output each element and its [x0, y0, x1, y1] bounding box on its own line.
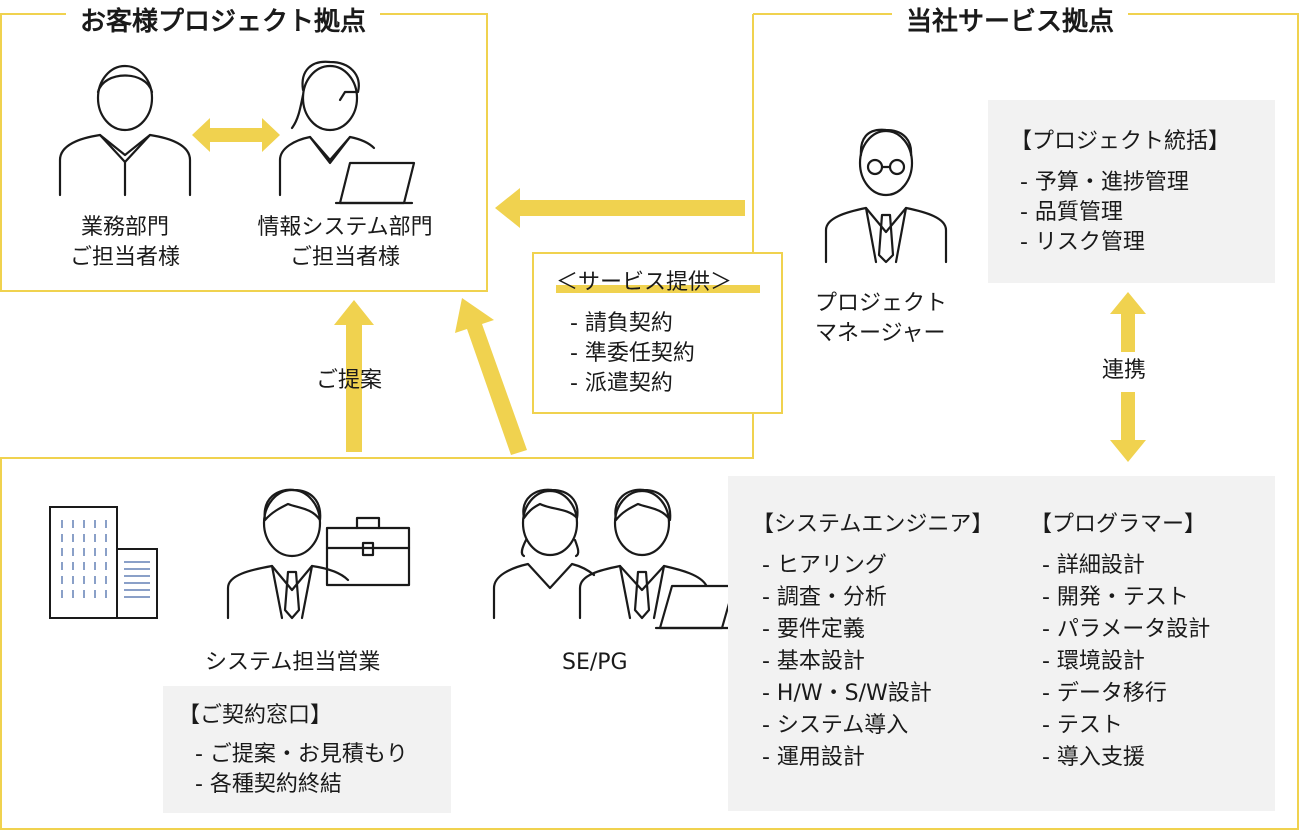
- business-dept-label: 業務部門ご担当者様: [69, 215, 180, 270]
- pg-list: - 詳細設計 - 開発・テスト - パラメータ設計 - 環境設計 - データ移行…: [1042, 550, 1210, 774]
- pm-duties-box: [988, 100, 1275, 283]
- list-item: - ご提案・お見積もり: [195, 742, 408, 767]
- our-site-frame: [0, 13, 1299, 830]
- service-title-highlight: [556, 285, 760, 293]
- collab-arrow-up: [1110, 292, 1146, 352]
- list-item: - パラメータ設計: [1042, 617, 1211, 642]
- contract-window-box: [163, 686, 451, 813]
- business-it-double-arrow: [192, 118, 280, 152]
- pm-duties-list: - 予算・進捗管理 - 品質管理 - リスク管理: [1020, 168, 1189, 258]
- se-list: - ヒアリング - 調査・分析 - 要件定義 - 基本設計 - H/W・S/W設…: [762, 550, 932, 774]
- list-item: - 運用設計: [762, 745, 865, 770]
- list-item: - ヒアリング: [762, 553, 887, 578]
- list-item: - 導入支援: [1042, 745, 1145, 770]
- proposal-label: ご提案: [316, 368, 383, 393]
- contract-window-list: - ご提案・お見積もり - 各種契約終結: [195, 740, 408, 800]
- list-item: - システム導入: [762, 713, 909, 738]
- list-item: - リスク管理: [1020, 230, 1145, 255]
- service-list: - 請負契約 - 準委任契約 - 派遣契約: [570, 309, 695, 399]
- customer-site-title: お客様プロジェクト拠点: [66, 5, 381, 39]
- it-dept-label: 情報システム部門ご担当者様: [257, 215, 433, 270]
- pg-title: 【プログラマー】: [1030, 512, 1207, 537]
- sepg-duties-box: [728, 476, 1275, 811]
- list-item: - 派遣契約: [570, 371, 673, 396]
- list-item: - 開発・テスト: [1042, 585, 1189, 610]
- list-item: - 請負契約: [570, 311, 673, 336]
- list-item: - 準委任契約: [570, 341, 695, 366]
- service-box: [532, 252, 783, 414]
- list-item: - 予算・進捗管理: [1020, 170, 1189, 195]
- pm-label: プロジェクトマネージャー: [815, 291, 948, 346]
- list-item: - 要件定義: [762, 617, 865, 642]
- sepg-arrow-diagonal: [455, 298, 527, 455]
- collab-arrow-down: [1110, 392, 1146, 462]
- list-item: - 詳細設計: [1042, 553, 1145, 578]
- proposal-arrow-up: [334, 300, 374, 452]
- list-item: - 環境設計: [1042, 649, 1145, 674]
- list-item: - H/W・S/W設計: [762, 681, 932, 706]
- contract-window-title: 【ご契約窓口】: [178, 703, 333, 728]
- list-item: - 調査・分析: [762, 585, 887, 610]
- sepg-label: SE/PG: [562, 650, 628, 675]
- se-title: 【システムエンジニア】: [752, 512, 994, 537]
- list-item: - 品質管理: [1020, 200, 1123, 225]
- collab-label: 連携: [1102, 358, 1147, 383]
- service-arrow-left: [495, 188, 745, 228]
- our-site-title: 当社サービス拠点: [892, 5, 1129, 39]
- list-item: - 各種契約終結: [195, 772, 342, 797]
- list-item: - データ移行: [1042, 681, 1167, 706]
- sales-label: システム担当営業: [205, 650, 381, 675]
- service-title: ＜サービス提供＞: [556, 270, 733, 295]
- list-item: - 基本設計: [762, 649, 865, 674]
- pm-duties-title: 【プロジェクト統括】: [1010, 129, 1231, 154]
- list-item: - テスト: [1042, 713, 1123, 738]
